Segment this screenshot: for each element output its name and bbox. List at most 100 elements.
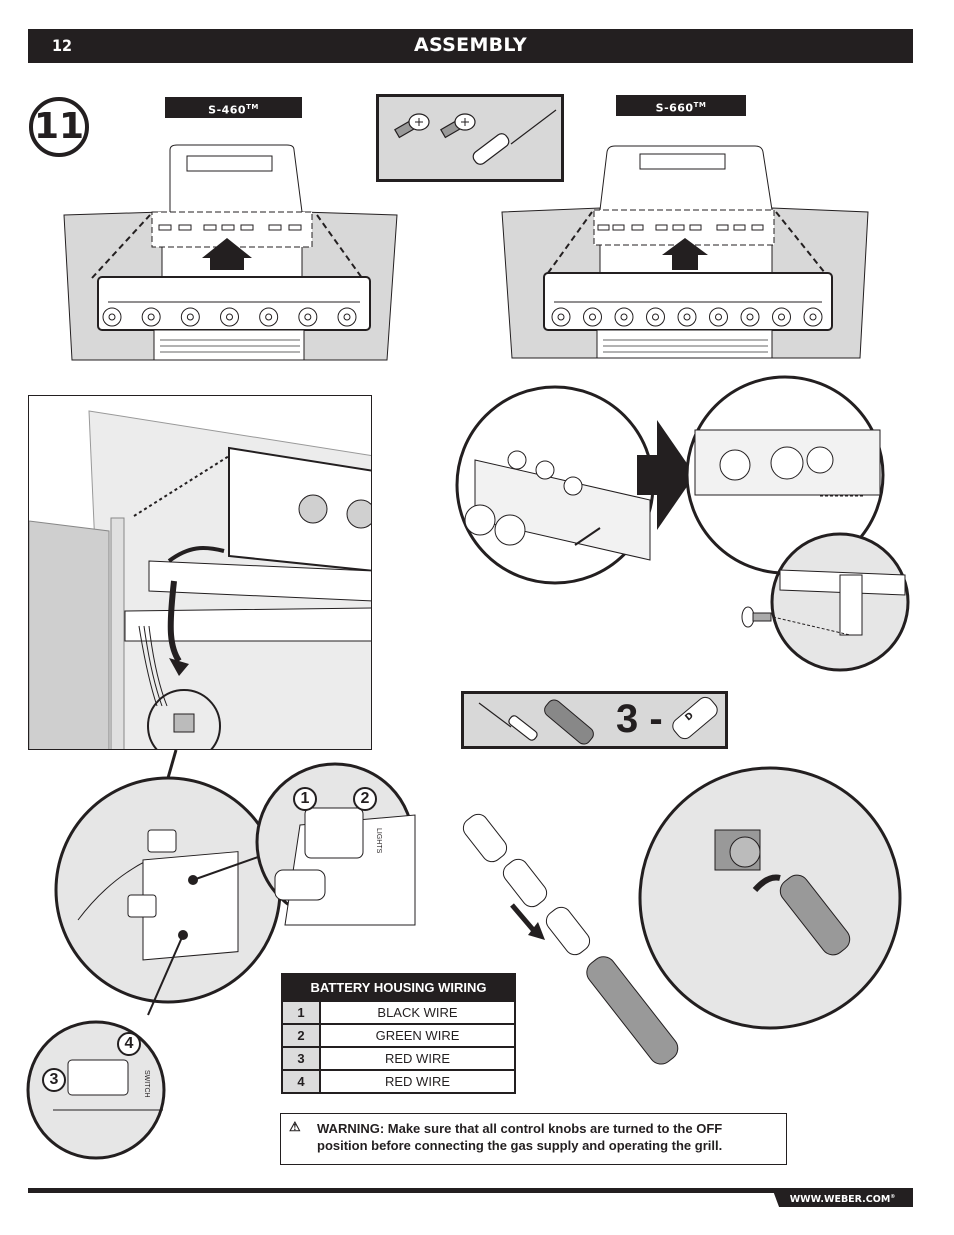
screw-icon — [741, 606, 772, 628]
rotate-arrow-icon — [752, 874, 781, 893]
arrow-up-icon — [202, 238, 252, 270]
control-knob — [646, 307, 665, 327]
wire-color: RED WIRE — [319, 1069, 516, 1094]
control-knob — [803, 307, 823, 327]
side-cabinet — [29, 520, 110, 749]
control-knob — [259, 307, 279, 327]
control-knob — [141, 307, 161, 327]
battery-kit-box: 3 - D — [461, 691, 728, 749]
warning-icon: ⚠ — [289, 1119, 301, 1134]
battery-tube-icon — [544, 699, 594, 745]
lights-socket — [147, 829, 177, 853]
wire-color: GREEN WIRE — [319, 1023, 516, 1048]
wire-route-arrow — [167, 546, 225, 563]
grill-lid — [169, 144, 303, 213]
knob-center — [557, 313, 565, 321]
arrow-down-icon — [169, 658, 189, 676]
wire-color: BLACK WIRE — [319, 1000, 516, 1025]
knob-row — [551, 307, 823, 327]
control-knob — [102, 307, 122, 327]
trademark: TM — [246, 103, 259, 111]
hardware-kit-box — [376, 94, 564, 182]
registered-mark: ® — [890, 1194, 896, 1200]
control-knob — [337, 307, 357, 327]
lights-detail-illustration — [255, 762, 416, 926]
switch-socket — [127, 894, 157, 918]
valve-manifold — [148, 560, 371, 602]
switch-label: SWITCH — [143, 1070, 150, 1098]
row-number: 2 — [281, 1023, 321, 1048]
knob-center — [778, 313, 785, 321]
connector-illustration — [26, 749, 282, 1160]
knob-center — [226, 313, 233, 321]
d-battery-icon — [672, 696, 718, 740]
d-battery-icon — [545, 906, 591, 956]
arrow-right-icon — [657, 420, 695, 530]
lights-label: LIGHTS — [375, 828, 382, 854]
d-battery-icon — [502, 858, 548, 908]
screw-icon — [394, 113, 430, 139]
control-knob — [614, 307, 634, 327]
model-name: S-460 — [208, 103, 247, 117]
knob-hole — [346, 499, 371, 529]
s660-grill-illustration — [501, 145, 869, 359]
battery-insertion-illustration — [462, 766, 902, 1065]
control-knob — [180, 307, 200, 327]
valves — [158, 224, 302, 231]
alignment-guides — [91, 214, 363, 279]
grill-cabinet — [153, 329, 305, 361]
website-url[interactable]: WWW.WEBER.COM — [789, 1194, 891, 1206]
lid-handle — [186, 155, 273, 172]
table-title: BATTERY HOUSING WIRING — [281, 973, 516, 1002]
hardware-kit-illustration — [394, 109, 557, 165]
warning-text: WARNING: Make sure that all control knob… — [317, 1121, 723, 1153]
knob-center — [147, 313, 155, 321]
panel-install-illustration — [455, 375, 910, 672]
page-number: 12 — [52, 36, 73, 55]
control-knob — [298, 307, 318, 327]
grill-cabinet — [596, 329, 773, 359]
detail-callout-circle — [147, 689, 221, 749]
row-number: 1 — [281, 1000, 321, 1025]
leader-line — [133, 455, 230, 517]
knob-center — [108, 313, 116, 321]
screwdriver-icon — [472, 109, 557, 165]
trademark: TM — [693, 101, 707, 109]
control-knob — [551, 307, 571, 327]
control-knob — [740, 307, 760, 327]
row-number: 3 — [281, 1046, 321, 1071]
knob-center — [186, 313, 194, 321]
battery-tube — [779, 874, 851, 956]
wire-routing-illustration — [28, 395, 372, 750]
knob-center — [652, 313, 659, 321]
callout-2: 2 — [353, 787, 377, 811]
insert-arrow — [574, 527, 601, 546]
callout-3: 3 — [42, 1068, 66, 1092]
control-knob — [709, 307, 728, 327]
knob-center — [620, 313, 628, 321]
screwdriver-icon — [478, 702, 538, 741]
control-knob — [220, 307, 239, 327]
manifold-rail — [124, 607, 371, 642]
website-link[interactable]: WWW.WEBER.COM® — [772, 1188, 913, 1207]
callout-4: 4 — [117, 1032, 141, 1056]
wire-color: RED WIRE — [319, 1046, 516, 1071]
control-knob — [677, 307, 697, 327]
lights-connector — [304, 807, 364, 859]
row-number: 4 — [281, 1069, 321, 1094]
knob-center — [343, 313, 351, 321]
d-battery-icon — [462, 813, 508, 863]
model-name: S-660 — [655, 101, 694, 115]
knob-center — [683, 313, 691, 321]
step-number: 11 — [29, 97, 89, 157]
alignment-guides — [547, 211, 826, 274]
model-label-s460: S-460TM — [165, 97, 302, 118]
knob-center — [589, 313, 596, 321]
model-label-s660: S-660TM — [616, 95, 746, 116]
battery-tube — [586, 956, 679, 1065]
screw-icon — [440, 113, 476, 139]
